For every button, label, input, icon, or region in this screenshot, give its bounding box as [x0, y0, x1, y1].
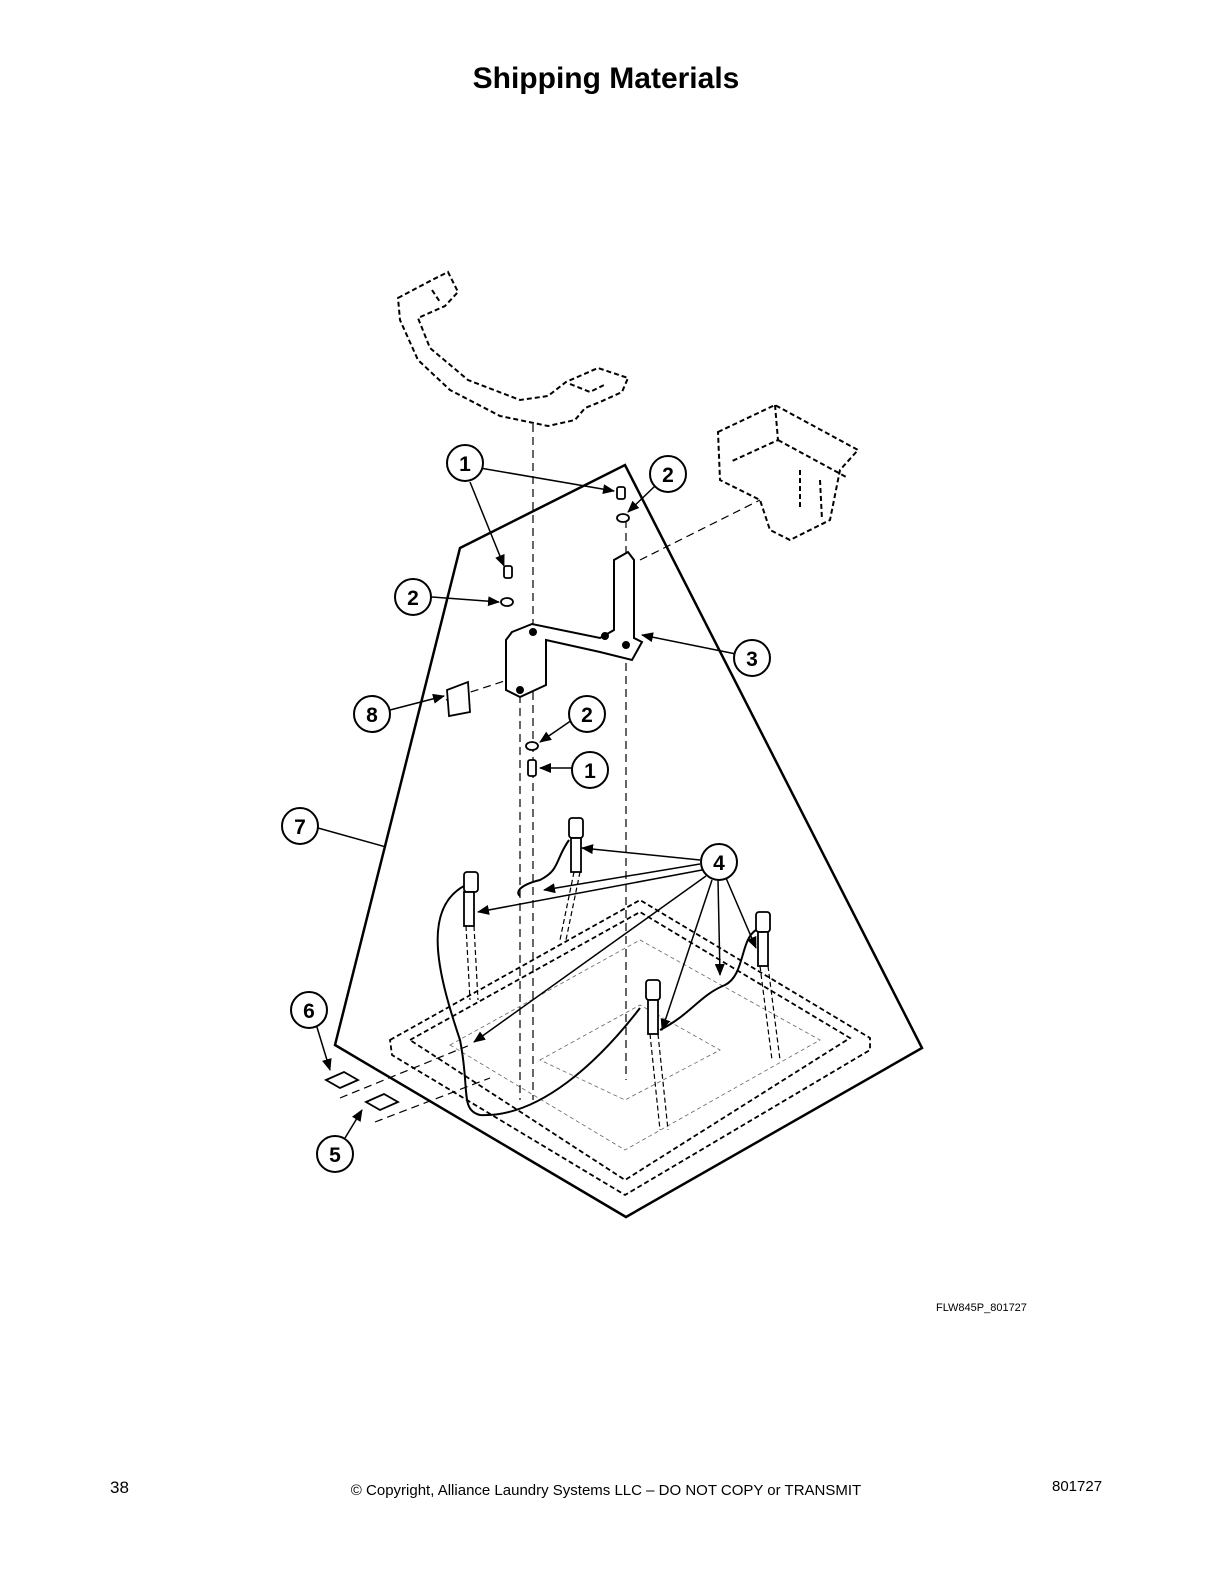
- callout-2-left: 2: [394, 578, 432, 616]
- callout-8-label: 8: [366, 704, 378, 727]
- callout-2-top: 2: [649, 455, 687, 493]
- callout-2-top-label: 2: [662, 464, 674, 487]
- rear-bracket: [716, 403, 860, 542]
- callout-4: 4: [700, 843, 738, 881]
- leader-lines: [315, 467, 757, 1139]
- page-title: Shipping Materials: [472, 62, 740, 95]
- callout-5-label: 5: [329, 1144, 341, 1167]
- callout-6-label: 6: [303, 1000, 315, 1023]
- callout-3: 3: [733, 639, 771, 677]
- callout-8: 8: [353, 695, 391, 733]
- callout-6: 6: [290, 991, 328, 1029]
- page-number: 38: [110, 1478, 129, 1497]
- document-number: 801727: [1052, 1478, 1103, 1495]
- callout-2-lower: 2: [568, 695, 606, 733]
- callout-2-lower-label: 2: [581, 704, 593, 727]
- shipping-tag: [446, 680, 471, 718]
- callout-7-label: 7: [294, 816, 306, 839]
- leader-line-7: [317, 827, 387, 848]
- callout-1-lower: 1: [571, 751, 609, 789]
- callout-7: 7: [281, 807, 319, 845]
- labels: [324, 1070, 400, 1112]
- shipping-legs: [463, 817, 771, 1035]
- shipping-bag-outline: [333, 463, 924, 1219]
- callout-1-top-label: 1: [459, 453, 471, 476]
- drawing-code: FLW845P_801727: [936, 1302, 1027, 1314]
- callout-5: 5: [316, 1135, 354, 1173]
- callout-1-top: 1: [446, 444, 484, 482]
- bolts-and-washers: [500, 486, 630, 777]
- leg-cables: [436, 839, 757, 1117]
- callout-1-lower-label: 1: [584, 760, 596, 783]
- callout-3-label: 3: [746, 648, 758, 671]
- callout-4-label: 4: [713, 852, 725, 875]
- washer-base-detail: [449, 939, 821, 1151]
- washer-base: [389, 898, 871, 1197]
- copyright-notice: © Copyright, Alliance Laundry Systems LL…: [350, 1482, 862, 1499]
- leg-stems: [465, 871, 781, 1131]
- callout-2-left-label: 2: [407, 587, 419, 610]
- top-frame-bracket: [396, 270, 630, 428]
